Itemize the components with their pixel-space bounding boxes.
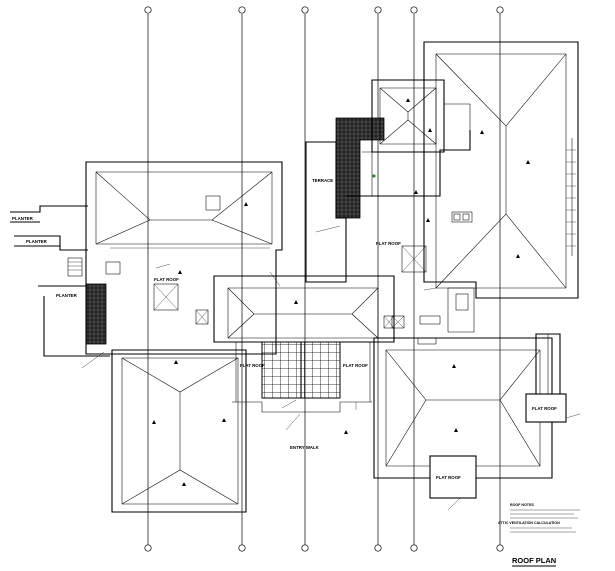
left-planter-walls [10,205,110,357]
left-lower-hip-roof [111,349,247,513]
left-upper-hip-roof [85,161,283,355]
notes-heading: ATTIC VENTILATION CALCULATION [498,521,560,525]
right-big-hip-roof [423,41,579,299]
flat-roof-label: FLAT ROOF [154,277,179,282]
central-hip-roof [195,275,395,343]
planter-label: PLANTER [12,216,34,221]
flat-roof-label: FLAT ROOF [240,363,265,368]
flat-roof-label: FLAT ROOF [376,241,401,246]
terrace [305,117,385,283]
grid-lines [144,6,504,552]
notes-block [510,509,580,533]
planter-label: PLANTER [26,239,48,244]
drawing-title: ROOF PLAN [512,556,556,565]
flat-roof-label: FLAT ROOF [532,406,557,411]
flat-roof-label: FLAT ROOF [436,475,461,480]
center-flat-roof [346,103,475,345]
flat-roof-label: FLAT ROOF [343,363,368,368]
entry-walk-label: ENTRY WALK [290,445,320,450]
annotation-marks [152,98,530,486]
notes-heading: ROOF NOTES [510,503,534,507]
flat-roof-boxes [429,393,567,499]
entry-grate [232,341,372,413]
terrace-label: TERRACE [312,178,333,183]
top-center-hip-roof [371,79,445,153]
planter-label: PLANTER [56,293,78,298]
callout-leaders [81,225,581,511]
right-lower-hip-roof [373,333,561,479]
